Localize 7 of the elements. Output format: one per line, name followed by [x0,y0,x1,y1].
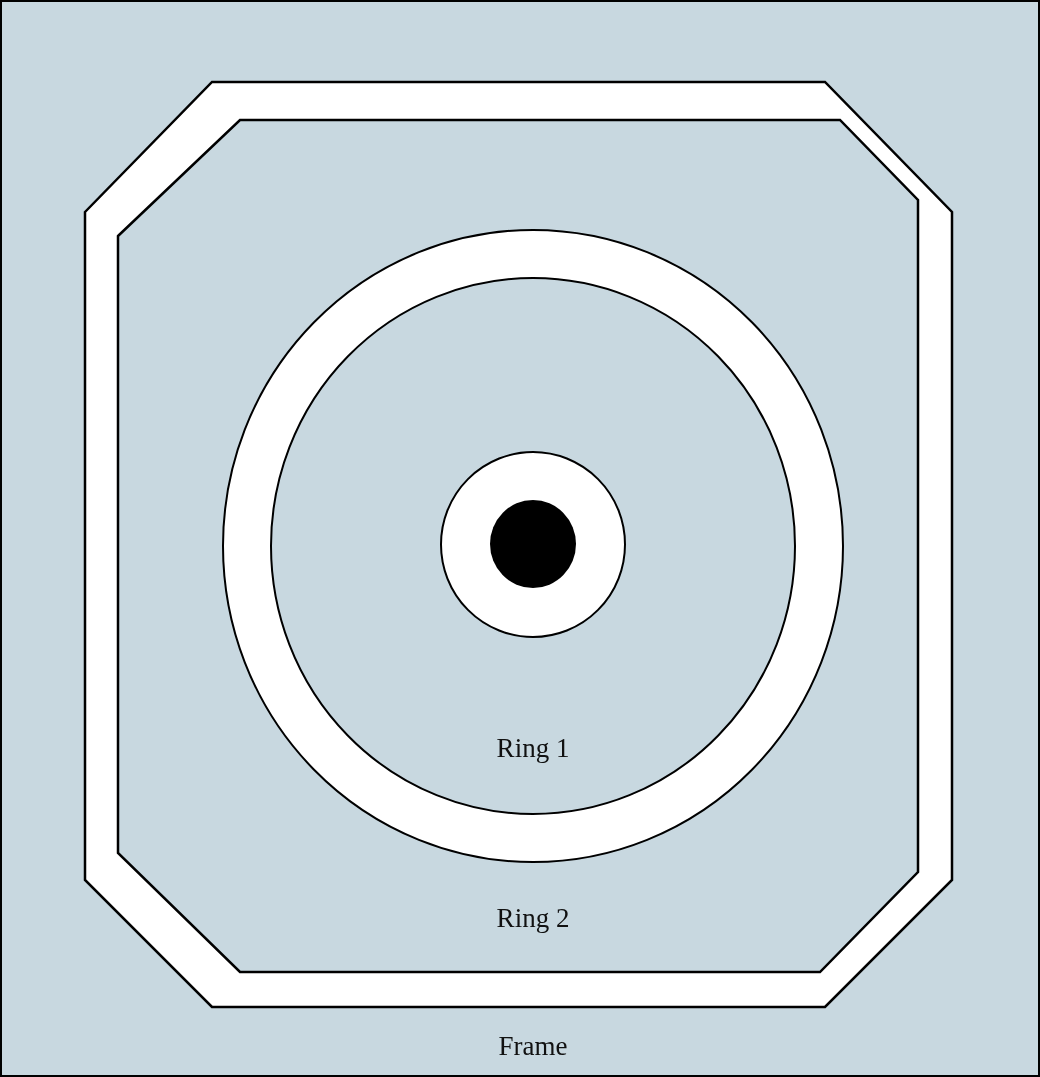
inner-ring [441,452,625,637]
ring-label: Ring 2 [496,902,570,934]
ring-label: Frame [498,1030,568,1062]
octagonal-ring [85,82,952,1007]
ring-label: Ring 1 [496,732,570,764]
circular-ring [223,230,843,862]
center-dot [490,500,576,588]
